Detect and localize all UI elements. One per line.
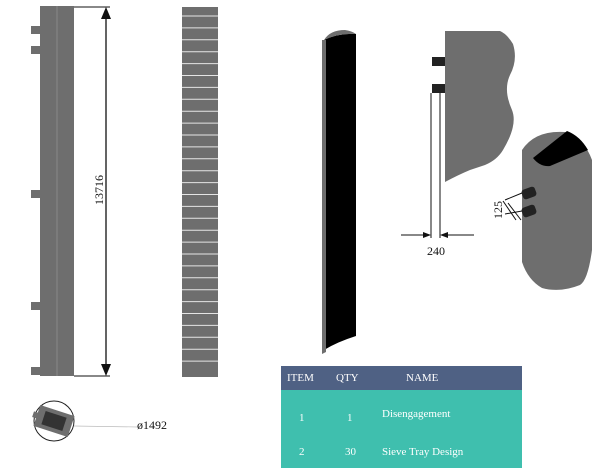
arrow-down-icon [101,364,111,376]
detail-nozzle-opening [533,131,588,167]
nozzle-offset-dimension-label: 125 [491,201,505,219]
height-dimension-label: 13716 [92,175,106,205]
nozzle [432,57,445,66]
cutaway-shell-3d [322,30,356,354]
diameter-dimension-label: ø1492 [137,418,167,432]
row-qty: 30 [345,446,356,458]
nozzle [31,46,40,54]
wall-gap-dimension-label: 240 [427,244,445,258]
nozzle [521,186,537,200]
tray-lines [182,15,218,362]
detail-nozzle: 125 [491,131,592,290]
column-header-qty: QTY [336,372,359,384]
arrow-left-icon [440,232,448,238]
nozzle [432,84,445,93]
shell-interior [324,33,356,350]
section-shell [182,7,218,377]
bill-of-materials-table: ITEM QTY NAME 1 1 Disengagement 2 30 Sie… [281,366,522,468]
column-section-view [182,7,218,377]
detail-shell-section [445,31,515,182]
table-header: ITEM QTY NAME [281,366,522,390]
detail-nozzle-shell [522,131,592,290]
row-name: Sieve Tray Design [382,446,464,458]
row-name: Disengagement [382,408,451,420]
top-view: ø1492 [32,400,167,442]
column-front-view [31,6,74,376]
nozzle [521,204,537,218]
top-view-inner [41,410,67,432]
nozzle [31,190,40,198]
nozzle [32,411,39,419]
shell-wall-top [324,30,356,40]
nozzle [31,26,40,34]
height-dimension: 13716 [74,6,111,377]
diameter-leader-line [73,425,139,428]
row-qty: 1 [347,412,353,424]
nozzle [31,302,40,310]
arrow-right-icon [423,232,431,238]
row-item: 2 [299,446,305,458]
top-view-circle [33,400,75,442]
arrow-up-icon [101,7,111,19]
column-header-name: NAME [406,372,439,384]
row-item: 1 [299,412,305,424]
shell-wall-left [322,40,326,354]
table-body: 1 1 Disengagement 2 30 Sieve Tray Design [281,390,522,468]
nozzle [31,367,40,375]
detail-wall-gap: 240 [401,31,515,258]
column-header-item: ITEM [287,372,314,384]
